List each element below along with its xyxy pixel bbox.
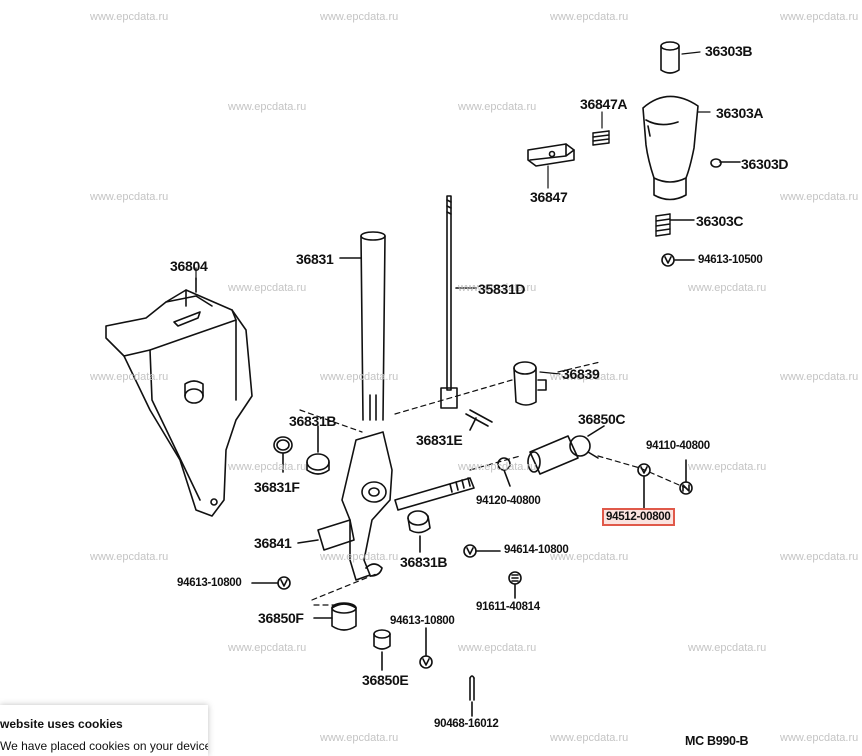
part-label-35831D[interactable]: 35831D [478,281,526,297]
watermark: www.epcdata.ru [320,551,399,563]
bushing-f-part [313,602,357,631]
part-label-36839[interactable]: 36839 [562,366,600,382]
watermark: www.epcdata.ru [320,732,399,744]
watermark: www.epcdata.ru [780,11,859,23]
shift-knob-part [642,95,699,201]
part-label-36850E[interactable]: 36850E [362,672,409,688]
part-label-36831E[interactable]: 36831E [416,432,463,448]
alignment-lines [299,361,687,606]
bushing-part [306,425,330,475]
bolt-91611 [508,571,522,599]
part-label-91611-40814[interactable]: 91611-40814 [476,601,540,613]
pivot-lever-part [297,431,393,581]
watermark: www.epcdata.ru [320,371,399,383]
pin-part [710,158,741,168]
washer-94512 [637,463,651,509]
part-label-90468-16012[interactable]: 90468-16012 [434,718,499,730]
shift-rod-part [440,195,477,409]
watermark: www.epcdata.ru [228,282,307,294]
watermark: www.epcdata.ru [458,461,537,473]
part-label-36303A[interactable]: 36303A [716,105,764,121]
watermark: www.epcdata.ru [780,371,859,383]
watermark: www.epcdata.ru [90,371,169,383]
watermark: www.epcdata.ru [458,282,537,294]
part-label-94614-10800[interactable]: 94614-10800 [504,544,569,556]
watermark: www.epcdata.ru [320,11,399,23]
part-label-36847A[interactable]: 36847A [580,96,628,112]
watermark: www.epcdata.ru [228,461,307,473]
part-label-36841[interactable]: 36841 [254,535,292,551]
watermark: www.epcdata.ru [90,551,169,563]
cookie-banner: website uses cookies We have placed cook… [0,705,208,756]
part-label-36804[interactable]: 36804 [170,258,208,274]
nut-94110 [679,459,693,495]
watermark: www.epcdata.ru [688,282,767,294]
watermark: www.epcdata.ru [458,101,537,113]
watermark: www.epcdata.ru [550,551,629,563]
ring-part [273,436,293,473]
leader-lines [195,51,711,375]
watermark: www.epcdata.ru [90,191,169,203]
washer-94613-b [419,627,433,669]
threaded-shaft-part [394,477,475,511]
washer-94614 [463,544,501,558]
part-label-94613-10800-b[interactable]: 94613-10800 [390,615,455,627]
watermark: www.epcdata.ru [688,461,767,473]
washer-94613-a [251,576,291,590]
part-label-36847[interactable]: 36847 [530,189,568,205]
watermark: www.epcdata.ru [780,191,859,203]
bracket-part [105,277,253,517]
cookie-banner-text: We have placed cookies on your device to [0,739,208,753]
cookie-banner-title: website uses cookies [0,717,123,731]
part-label-94110-40800[interactable]: 94110-40800 [646,440,710,452]
drawing-code: MC B990-B [685,734,749,748]
ball-joint-part [527,425,605,475]
cotter-pin-part [469,675,475,717]
bushing-e-part [373,629,391,671]
small-pin-part [465,409,493,431]
watermark: www.epcdata.ru [550,11,629,23]
lock-block-part [527,143,575,167]
part-label-36303B[interactable]: 36303B [705,43,753,59]
washer-94120 [497,457,511,487]
part-label-36831B-lower[interactable]: 36831B [400,554,448,570]
part-label-36303D[interactable]: 36303D [741,156,789,172]
part-label-36850C[interactable]: 36850C [578,411,626,427]
washer-part [661,253,695,267]
knob-spring-part [655,213,695,237]
watermark: www.epcdata.ru [228,101,307,113]
part-label-36831[interactable]: 36831 [296,251,334,267]
part-label-94613-10800-a[interactable]: 94613-10800 [177,577,242,589]
bushing-lower-part [407,510,431,553]
watermark: www.epcdata.ru [780,732,859,744]
part-label-94120-40800[interactable]: 94120-40800 [476,495,541,507]
watermark: www.epcdata.ru [458,642,537,654]
watermark: www.epcdata.ru [780,551,859,563]
part-label-36303C[interactable]: 36303C [696,213,744,229]
watermark: www.epcdata.ru [228,642,307,654]
part-label-36831F[interactable]: 36831F [254,479,300,495]
watermark: www.epcdata.ru [550,371,629,383]
knob-cap-part [660,41,680,74]
part-label-36850F[interactable]: 36850F [258,610,304,626]
watermark: www.epcdata.ru [550,732,629,744]
part-label-94512-00800-highlighted[interactable]: 94512-00800 [602,508,675,526]
watermark: www.epcdata.ru [688,642,767,654]
part-label-36831B-upper[interactable]: 36831B [289,413,337,429]
shift-lever-tube-part [339,231,386,421]
sleeve-part [513,361,547,406]
part-label-94613-10500[interactable]: 94613-10500 [698,254,763,266]
small-spring-part [592,130,610,146]
watermark: www.epcdata.ru [90,11,169,23]
